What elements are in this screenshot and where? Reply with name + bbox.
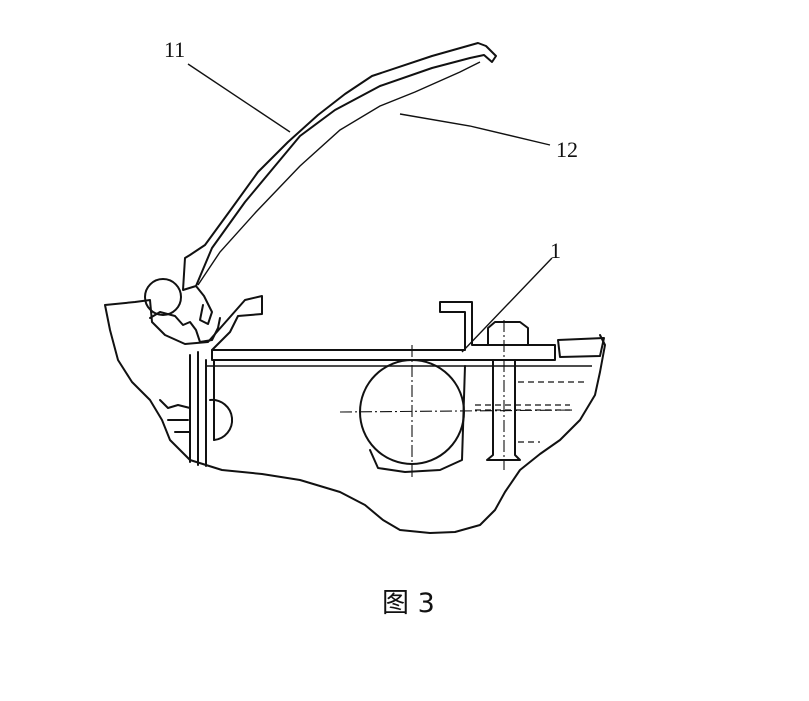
left-small-pipe <box>159 398 234 441</box>
leader-11 <box>187 63 291 133</box>
lid-outer <box>182 42 497 291</box>
pipe-support <box>369 365 466 473</box>
bolt-head <box>487 321 529 346</box>
label-11: 11 <box>164 37 185 62</box>
end-block <box>557 337 605 358</box>
figure-caption: 图 3 <box>382 588 435 619</box>
left-frame <box>189 351 215 467</box>
leader-1 <box>461 257 553 353</box>
label-1: 1 <box>550 238 561 263</box>
base-plate <box>211 301 556 361</box>
hinge-barrel <box>144 278 182 316</box>
section-break-outline <box>104 295 606 534</box>
lid-inner <box>197 61 481 286</box>
label-12: 12 <box>556 137 578 162</box>
lid-hinge-tab <box>195 285 213 325</box>
leader-12 <box>399 113 551 146</box>
hinge-channel <box>149 311 221 343</box>
